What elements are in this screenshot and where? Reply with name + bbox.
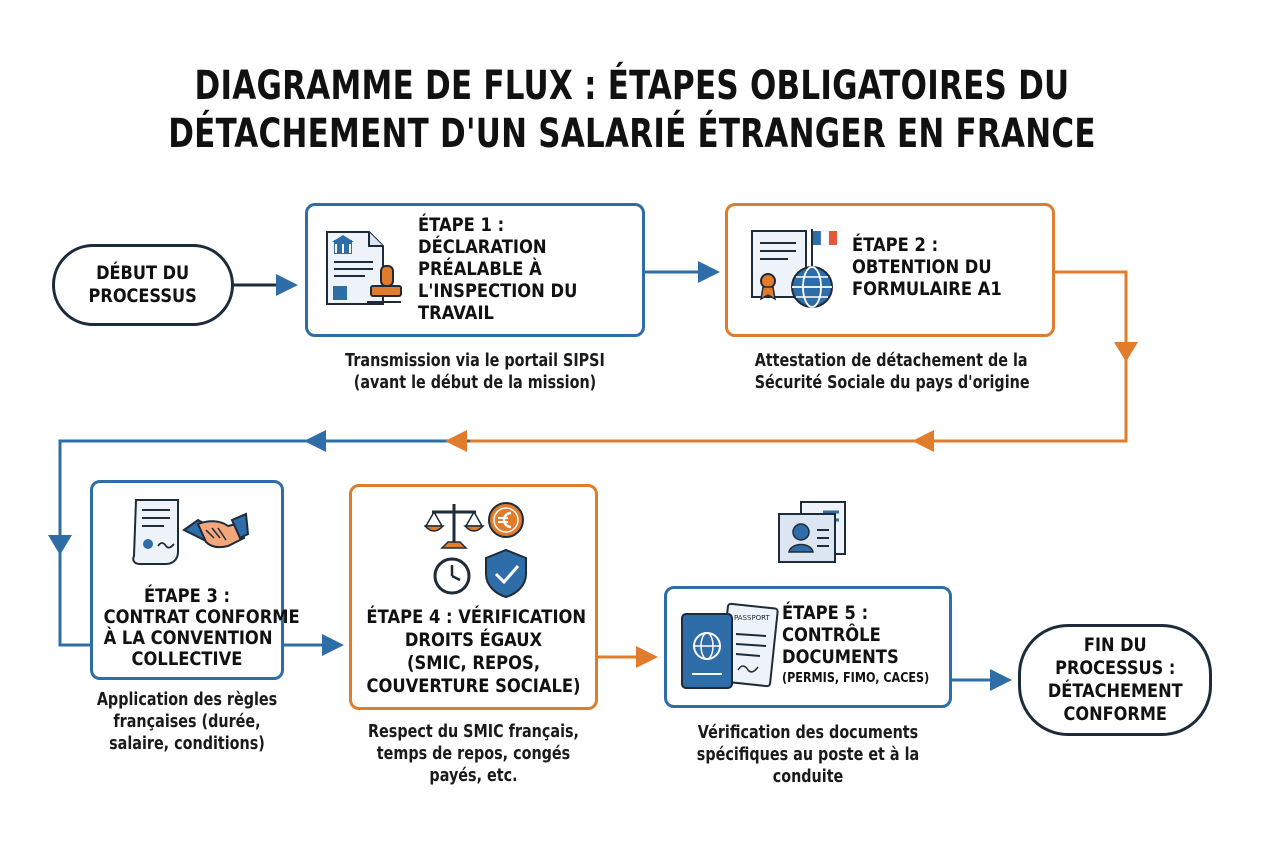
arrowhead-down-left <box>48 535 72 555</box>
step-5-label: ÉTAPE 5 : CONTRÔLE DOCUMENTS (PERMIS, FI… <box>782 602 953 690</box>
step-2-label: ÉTAPE 2 : OBTENTION DU FORMULAIRE A1 <box>852 234 1026 300</box>
step-3-description: Application des règles françaises (durée… <box>62 689 312 755</box>
step-1-desc-2: (avant le début de la mission) <box>353 373 597 393</box>
step-4-desc-1: Respect du SMIC français, <box>368 722 579 742</box>
step-1-label: ÉTAPE 1 : DÉCLARATION PRÉALABLE À L'INSP… <box>418 214 603 324</box>
title-line-1: DIAGRAMME DE FLUX : ÉTAPES OBLIGATOIRES … <box>194 63 1070 109</box>
document-stamp-icon <box>326 231 402 305</box>
contract-handshake-icon <box>132 499 250 565</box>
step-1-line-1: ÉTAPE 1 : <box>418 214 505 236</box>
step-5-line-4: (PERMIS, FIMO, CACES) <box>782 671 930 686</box>
step-3-label: ÉTAPE 3 : CONTRAT CONFORME À LA CONVENTI… <box>90 585 300 670</box>
arrowhead-down-right <box>1114 342 1138 362</box>
scales-euro-clock-shield-icon <box>424 502 527 598</box>
step-4-desc-3: payés, etc. <box>429 766 518 786</box>
step-3-line-1: ÉTAPE 3 : <box>143 585 231 607</box>
step-2-description: Attestation de détachement de la Sécurit… <box>725 350 1055 394</box>
step-2-line-2: OBTENTION DU <box>852 256 992 278</box>
step-2-line-1: ÉTAPE 2 : <box>852 234 939 256</box>
passport-license-icon: PASSPORT <box>681 602 779 689</box>
step-3-desc-1: Application des règles <box>96 690 278 710</box>
step-1-line-4: L'INSPECTION DU <box>418 280 578 302</box>
step-4-line-1: ÉTAPE 4 : VÉRIFICATION <box>366 606 587 628</box>
arrowhead-left-2 <box>445 430 467 452</box>
title-line-2: DÉTACHEMENT D'UN SALARIÉ ÉTRANGER EN FRA… <box>168 111 1096 157</box>
page-title: DIAGRAMME DE FLUX : ÉTAPES OBLIGATOIRES … <box>0 62 1264 158</box>
step-4-label: ÉTAPE 4 : VÉRIFICATION DROITS ÉGAUX (SMI… <box>349 606 598 698</box>
step-5-line-1: ÉTAPE 5 : <box>782 602 869 624</box>
passport-text: PASSPORT <box>734 614 771 622</box>
step-4-description: Respect du SMIC français, temps de repos… <box>330 721 617 787</box>
end-line-3: DÉTACHEMENT <box>1047 680 1183 702</box>
step-3-line-4: COLLECTIVE <box>131 648 243 670</box>
step-5-desc-1: Vérification des documents <box>697 723 919 743</box>
arrowhead-step4-step5 <box>636 646 658 668</box>
arrowhead-step3-step4 <box>322 634 344 656</box>
step-2-desc-2: Sécurité Sociale du pays d'origine <box>754 373 1030 393</box>
end-line-2: PROCESSUS : <box>1054 657 1176 679</box>
step-1-desc-1: Transmission via le portail SIPSI <box>345 351 605 371</box>
arrowhead-left-3 <box>304 430 326 452</box>
step-1-line-3: PRÉALABLE À <box>418 258 542 280</box>
start-line-2: PROCESSUS <box>88 285 198 307</box>
step-2-line-3: FORMULAIRE A1 <box>852 278 1002 300</box>
step-4-line-2: DROITS ÉGAUX <box>404 629 543 651</box>
step-3-line-3: À LA CONVENTION <box>103 627 273 649</box>
step-4-box <box>349 484 598 710</box>
step-4-line-4: COUVERTURE SOCIALE) <box>366 675 581 697</box>
arrowhead-step5-end <box>990 669 1012 691</box>
arrowhead-left-1 <box>912 430 934 452</box>
start-node: DÉBUT DU PROCESSUS <box>52 244 234 326</box>
step-5-line-2: CONTRÔLE <box>782 624 881 646</box>
end-line-4: CONFORME <box>1063 703 1167 725</box>
end-line-1: FIN DU <box>1083 634 1147 656</box>
step-1-line-5: TRAVAIL <box>418 302 494 324</box>
step-4-line-3: (SMIC, REPOS, <box>406 652 541 674</box>
step-3-line-2: CONTRAT CONFORME <box>103 606 300 628</box>
step-3-box <box>90 480 284 680</box>
id-card-icon <box>778 501 846 563</box>
step-5-desc-3: conduite <box>772 767 844 787</box>
step-5-description: Vérification des documents spécifiques a… <box>664 722 952 788</box>
start-line-1: DÉBUT DU <box>96 262 190 284</box>
step-1-line-2: DÉCLARATION <box>418 236 547 258</box>
step-5-line-3: DOCUMENTS <box>782 646 899 668</box>
arrowhead-step1-step2 <box>698 261 720 283</box>
step-3-desc-3: salaire, conditions) <box>109 734 265 754</box>
arrowhead-start-step1 <box>276 274 298 296</box>
step-2-desc-1: Attestation de détachement de la <box>754 351 1028 371</box>
end-node: FIN DU PROCESSUS : DÉTACHEMENT CONFORME <box>1018 624 1212 736</box>
step-1-description: Transmission via le portail SIPSI (avant… <box>305 350 645 394</box>
step-4-desc-2: temps de repos, congés <box>376 744 571 764</box>
step-3-desc-2: françaises (durée, <box>113 712 261 732</box>
certificate-globe-flag-icon <box>751 229 837 308</box>
step-5-desc-2: spécifiques au poste et à la <box>696 745 920 765</box>
